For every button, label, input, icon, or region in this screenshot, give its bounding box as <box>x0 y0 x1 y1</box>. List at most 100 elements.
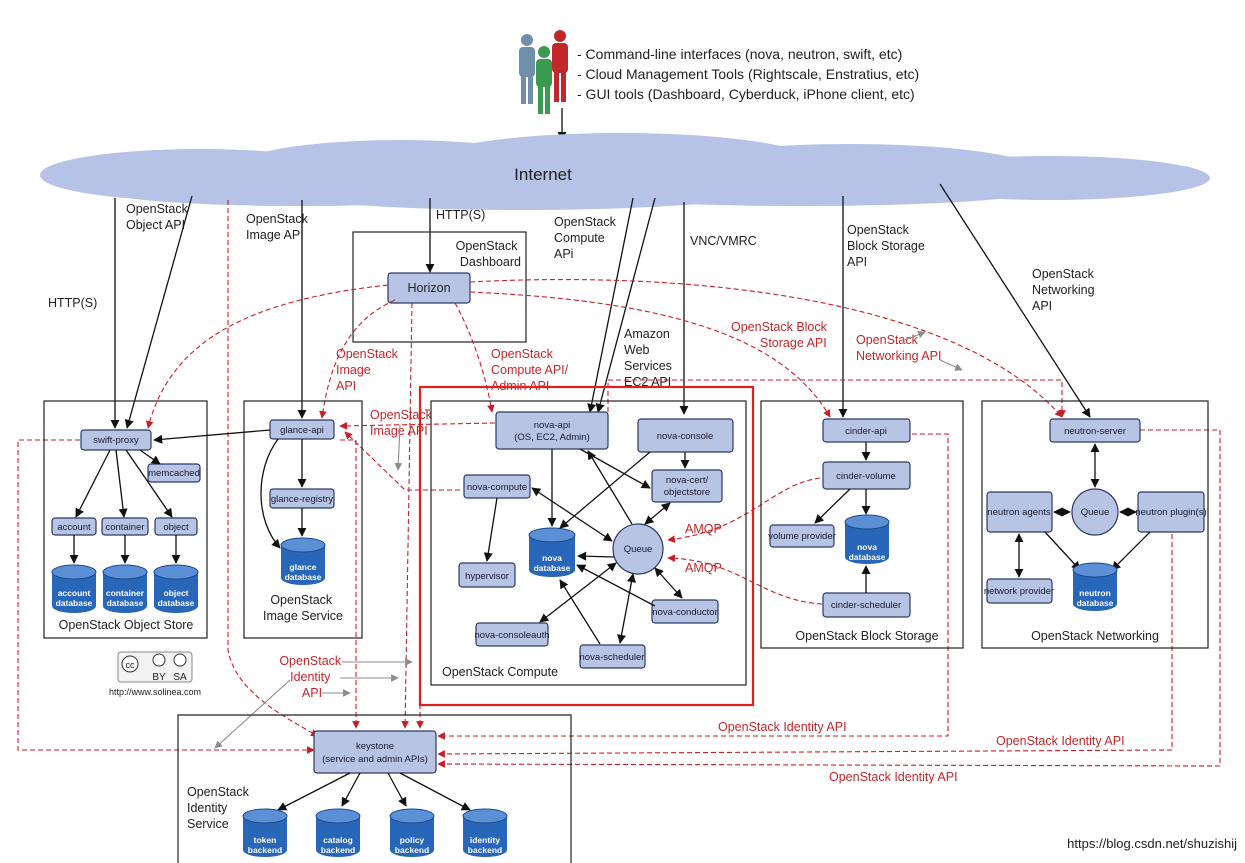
vnc-label: VNC/VMRC <box>690 234 757 248</box>
internet-cloud <box>40 133 1210 210</box>
identity-title: OpenStack Identity Service <box>187 785 252 831</box>
nova-console-label: nova-console <box>657 431 714 442</box>
network-provider-node <box>986 578 1053 604</box>
identity-frame <box>177 714 572 863</box>
nova-api-label: nova-api(OS, EC2, Admin) <box>514 420 590 443</box>
memcached-label: memcached <box>148 468 200 479</box>
identity-api-label-right-1: OpenStack Identity API <box>718 720 847 734</box>
solinea-url: http://www.solinea.com <box>109 687 201 697</box>
neutron-server-node <box>1049 418 1141 443</box>
identity-api-label-right-2: OpenStack Identity API <box>996 734 1125 748</box>
red-image-api-label: OpenStack Image API <box>336 347 401 393</box>
neutron-server-label: neutron-server <box>1064 426 1126 437</box>
compute-frame <box>430 400 747 686</box>
compute-api-label: OpenStack Compute APi <box>554 215 619 261</box>
dashboard-title: OpenStack Dashboard <box>456 239 521 269</box>
nova-consoleauth-label: nova-consoleauth <box>475 630 550 641</box>
networking-queue-label: Queue <box>1081 507 1110 518</box>
svg-text:BY: BY <box>152 672 166 683</box>
memcached-node <box>147 463 201 483</box>
cinder-volume-label: cinder-volume <box>836 471 896 482</box>
object-store-frame <box>43 400 208 639</box>
hypervisor-node <box>458 562 516 588</box>
block-storage-frame <box>760 400 964 649</box>
networking-title: OpenStack Networking <box>1031 629 1159 643</box>
dashboard-frame <box>352 231 527 343</box>
horizon-label: Horizon <box>407 281 450 295</box>
neutron-agents-label: neutron agents <box>987 507 1051 518</box>
svg-text:SA: SA <box>173 672 187 683</box>
svg-text:cc: cc <box>126 660 136 670</box>
networking-api-label: OpenStack Networking API <box>1032 267 1098 313</box>
nova-consoleauth-node <box>475 622 549 647</box>
neutron-agents-node <box>986 491 1053 533</box>
block-storage-api-label: OpenStack Block Storage API <box>847 223 928 269</box>
amqp-label-2: AMQP <box>685 561 722 575</box>
image-service-frame <box>243 400 363 639</box>
compute-highlight-frame <box>418 385 755 707</box>
keystone-label: keystone(service and admin APIs) <box>322 741 428 765</box>
object-store-title: OpenStack Object Store <box>59 618 194 632</box>
nova-scheduler-label: nova-scheduler <box>580 652 645 663</box>
swift-proxy-label: swift-proxy <box>93 435 139 446</box>
nova-conductor-label: nova-conductor <box>652 607 717 618</box>
image-api-label: OpenStack Image API <box>246 212 311 242</box>
networking-queue-node <box>1071 488 1119 536</box>
neutron-plugins-label: neutron plugin(s) <box>1135 507 1206 518</box>
cinder-api-label: cinder-api <box>845 426 887 437</box>
red-networking-api-label: OpenStack Networking API <box>856 333 941 363</box>
networking-frame <box>981 400 1209 649</box>
red-block-storage-api-label: OpenStack Block Storage API <box>731 320 830 350</box>
internet-label: Internet <box>514 165 572 184</box>
identity-api-label-right-3: OpenStack Identity API <box>829 770 958 784</box>
keystone-node <box>313 730 437 774</box>
neutron-plugins-node <box>1137 491 1205 533</box>
hypervisor-label: hypervisor <box>465 571 509 582</box>
nova-compute-label: nova-compute <box>467 482 527 493</box>
http-left-label: HTTP(S) <box>48 296 97 310</box>
volume-provider-node <box>769 524 835 548</box>
red-identity-api-label: OpenStack Identity API <box>279 654 344 700</box>
compute-queue-node <box>612 523 664 575</box>
object-label: object <box>163 522 189 533</box>
client-line-2: - Cloud Management Tools (Rightscale, En… <box>577 66 919 82</box>
account-label: account <box>57 522 91 533</box>
cc-license-badge: cc BY SA <box>117 651 193 683</box>
horizon-node <box>387 272 471 304</box>
aws-ec2-api-label: Amazon Web Services EC2 API <box>624 327 675 389</box>
nova-conductor-node <box>651 599 719 624</box>
volume-provider-label: volume provider <box>768 531 836 542</box>
watermark-text: https://blog.csdn.net/shuzishij <box>1067 836 1237 851</box>
image-service-title: OpenStack Image Service <box>263 593 343 623</box>
cinder-scheduler-label: cinder-scheduler <box>831 600 901 611</box>
nova-cert-label: nova-cert/objectstore <box>664 475 710 498</box>
nova-scheduler-node <box>579 644 646 669</box>
block-storage-title: OpenStack Block Storage <box>795 629 938 643</box>
nova-cert-node <box>651 469 723 503</box>
compute-title: OpenStack Compute <box>442 665 558 679</box>
users-icon <box>519 30 568 114</box>
network-provider-label: network provider <box>984 586 1054 597</box>
object-api-label: OpenStack Object API <box>126 202 191 232</box>
